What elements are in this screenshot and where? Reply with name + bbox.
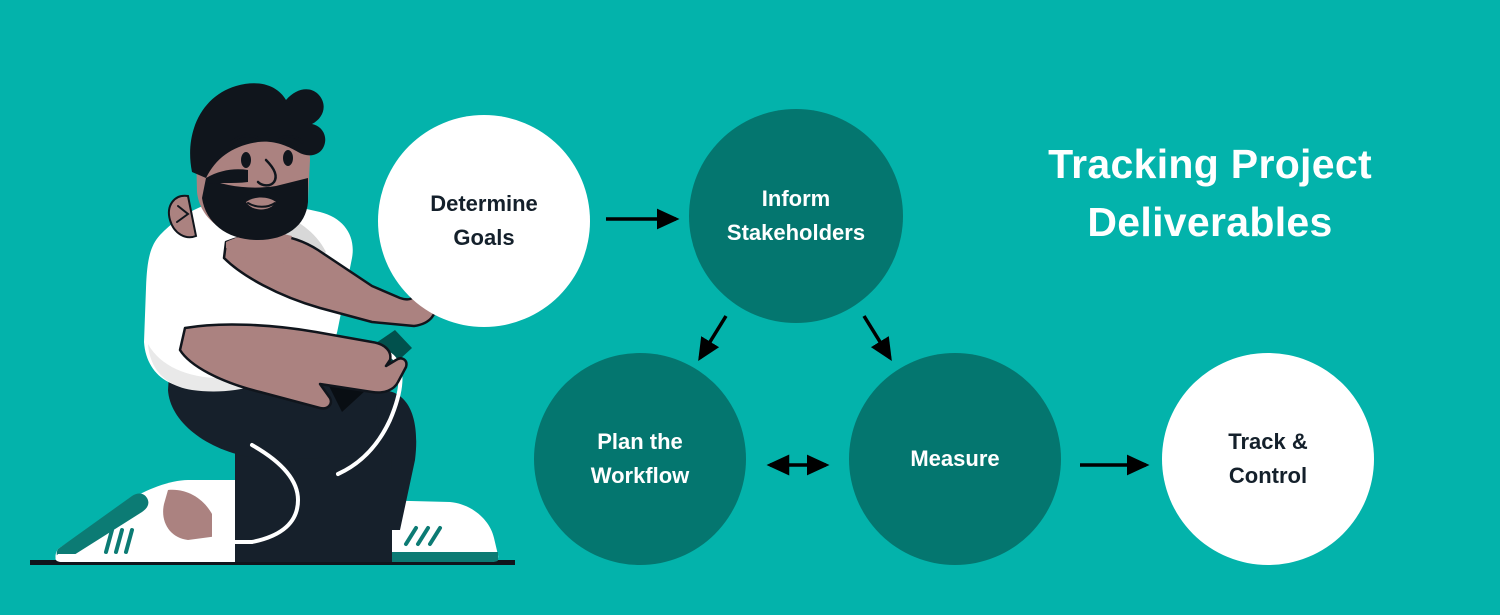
arrow-stakeholders-to-plan [698, 315, 728, 361]
page-title: Tracking Project Deliverables [1000, 135, 1420, 251]
lower-arm-and-hand [178, 323, 408, 410]
node-track-and-control[interactable]: Track &Control [1162, 353, 1374, 565]
back-shoe [372, 500, 499, 562]
node-label-measure: Measure [910, 445, 1000, 471]
front-shoe [55, 480, 235, 562]
kneeling-man-illustration [30, 83, 515, 565]
arrow-stakeholders-to-measure [862, 315, 892, 361]
node-measure[interactable]: Measure [849, 353, 1061, 565]
head [168, 83, 326, 240]
illustration-ground [30, 560, 515, 565]
node-label-track-and-control: Track &Control [1228, 428, 1308, 488]
page-title-line-2: Deliverables [1087, 199, 1333, 246]
page-title-line-1: Tracking Project [1048, 141, 1372, 187]
